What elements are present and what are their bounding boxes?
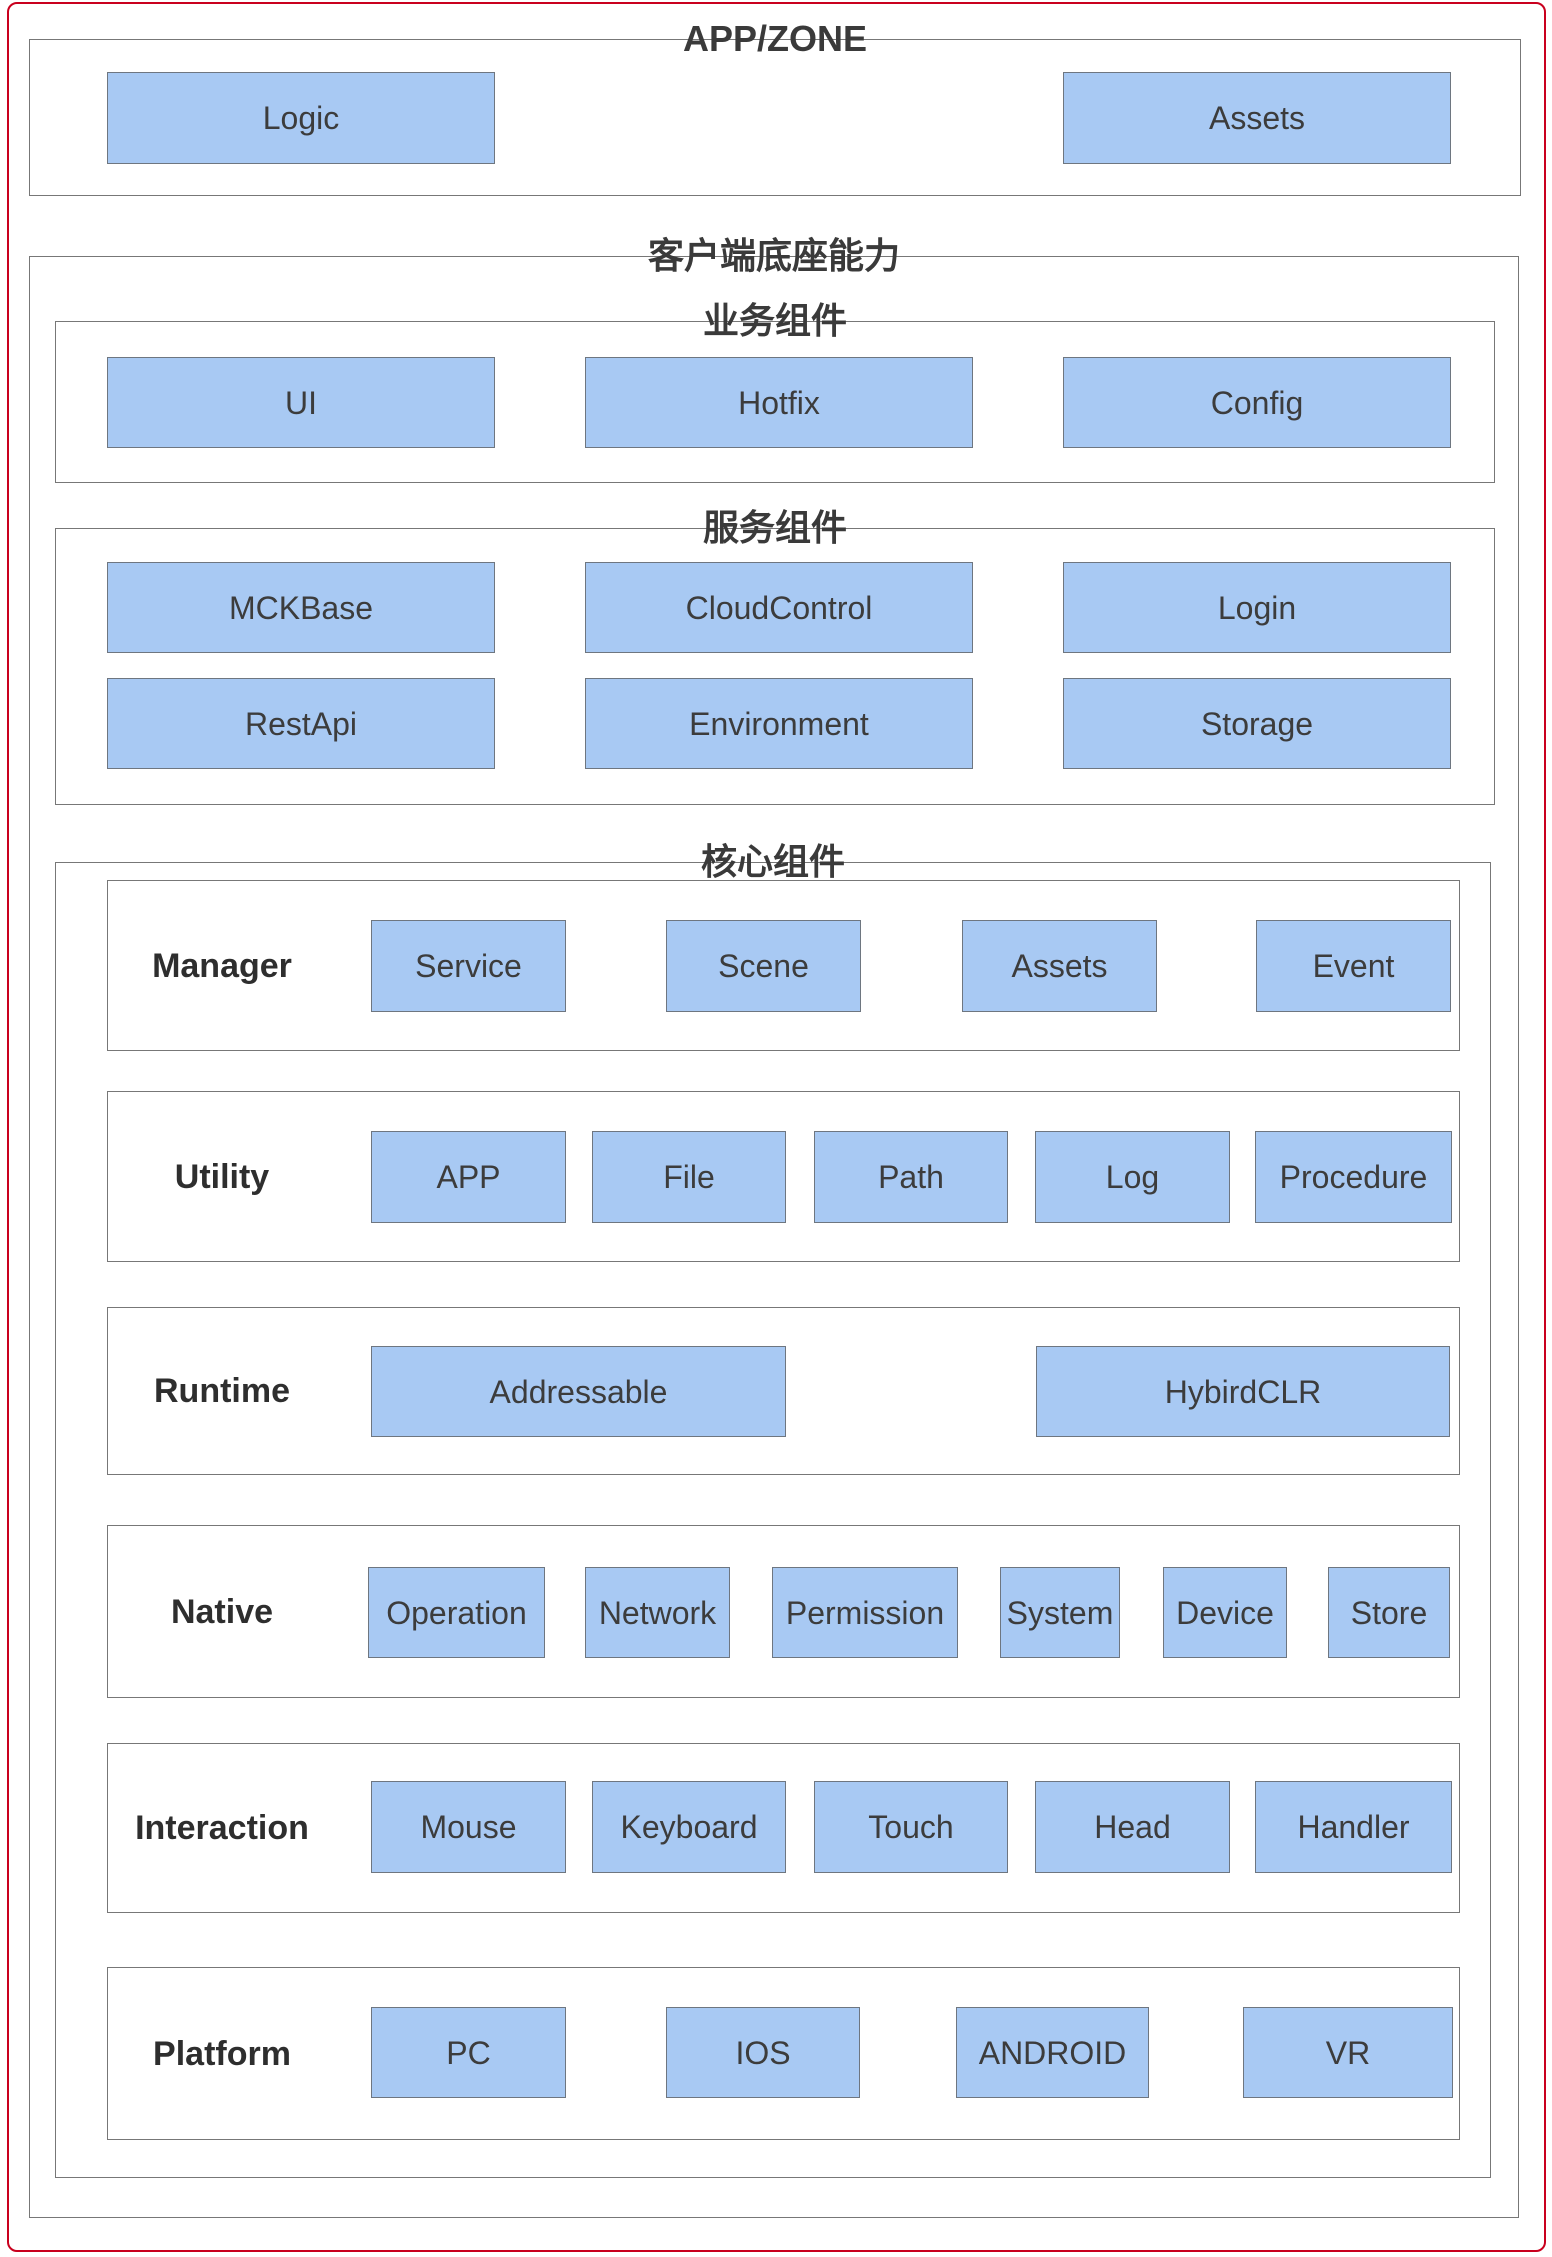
- service-section: [55, 528, 1495, 805]
- box-network: Network: [585, 1567, 730, 1658]
- box-environment: Environment: [585, 678, 973, 769]
- box-assets: Assets: [1063, 72, 1451, 164]
- box-ios: IOS: [666, 2007, 860, 2098]
- box-android: ANDROID: [956, 2007, 1149, 2098]
- box-login: Login: [1063, 562, 1451, 653]
- box-head: Head: [1035, 1781, 1230, 1873]
- core-row-label-platform: Platform: [153, 2034, 291, 2073]
- core-row-label-native: Native: [170, 1592, 274, 1631]
- box-assets-core: Assets: [962, 920, 1157, 1012]
- client-base-title: 客户端底座能力: [647, 235, 901, 276]
- box-log: Log: [1035, 1131, 1230, 1223]
- business-title: 业务组件: [702, 300, 848, 341]
- box-device: Device: [1163, 1567, 1287, 1658]
- core-row-utility: [107, 1091, 1460, 1262]
- client-base-section: [29, 256, 1519, 2218]
- core-row-label-utility: Utility: [174, 1157, 270, 1196]
- core-row-label-manager: Manager: [152, 946, 292, 985]
- box-operation: Operation: [368, 1567, 545, 1658]
- box-event: Event: [1256, 920, 1451, 1012]
- box-vr: VR: [1243, 2007, 1453, 2098]
- core-section: [55, 862, 1491, 2178]
- box-hybirdclr: HybirdCLR: [1036, 1346, 1450, 1437]
- box-logic: Logic: [107, 72, 495, 164]
- box-scene: Scene: [666, 920, 861, 1012]
- box-app: APP: [371, 1131, 566, 1223]
- core-title: 核心组件: [700, 841, 846, 882]
- box-addressable: Addressable: [371, 1346, 786, 1437]
- box-service: Service: [371, 920, 566, 1012]
- box-store: Store: [1328, 1567, 1450, 1658]
- app-zone-title: APP/ZONE: [682, 18, 868, 59]
- box-restapi: RestApi: [107, 678, 495, 769]
- box-mouse: Mouse: [371, 1781, 566, 1873]
- box-procedure: Procedure: [1255, 1131, 1452, 1223]
- box-touch: Touch: [814, 1781, 1008, 1873]
- box-mckbase: MCKBase: [107, 562, 495, 653]
- core-row-native: [107, 1525, 1460, 1698]
- core-row-label-runtime: Runtime: [154, 1372, 290, 1410]
- box-ui: UI: [107, 357, 495, 448]
- box-pc: PC: [371, 2007, 566, 2098]
- box-permission: Permission: [772, 1567, 958, 1658]
- core-row-label-interaction: Interaction: [135, 1809, 309, 1847]
- business-section: [55, 321, 1495, 483]
- box-hotfix: Hotfix: [585, 357, 973, 448]
- box-keyboard: Keyboard: [592, 1781, 786, 1873]
- box-cloudcontrol: CloudControl: [585, 562, 973, 653]
- page-border: [7, 2, 1546, 2252]
- box-file: File: [592, 1131, 786, 1223]
- core-row-platform: [107, 1967, 1460, 2140]
- core-row-manager: [107, 880, 1460, 1051]
- box-storage: Storage: [1063, 678, 1451, 769]
- core-row-runtime: [107, 1307, 1460, 1475]
- box-config: Config: [1063, 357, 1451, 448]
- box-system: System: [1000, 1567, 1120, 1658]
- core-row-interaction: [107, 1743, 1460, 1913]
- app-zone-section: [29, 39, 1521, 196]
- service-title: 服务组件: [702, 507, 848, 548]
- box-path: Path: [814, 1131, 1008, 1223]
- box-handler: Handler: [1255, 1781, 1452, 1873]
